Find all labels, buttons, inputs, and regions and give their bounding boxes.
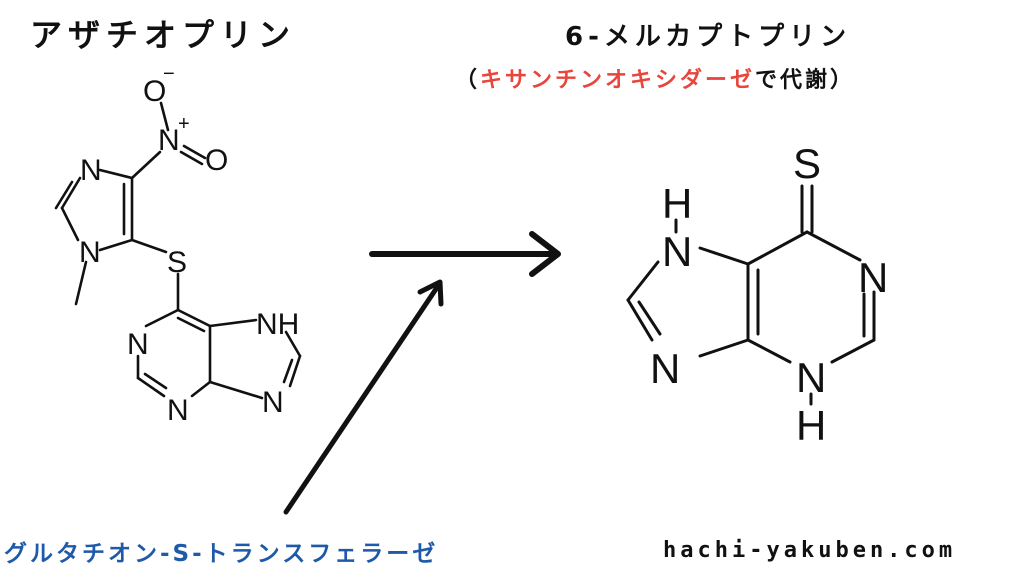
bond-n3-c2 [60,176,82,210]
bond-n-o-minus [159,101,170,132]
atom-o-minus: O [143,75,166,108]
bond-c-nitro [130,150,162,180]
charge-plus: + [178,113,190,135]
mercaptopurine-structure [626,184,876,406]
bond-n7-c8 [284,330,302,358]
glutathione-s-transferase-label: グルタチオン-S-トランスフェラーゼ [4,541,439,567]
bond-c6-n1 [144,308,180,328]
bond-n-o-double-a [182,144,207,160]
bond-c2-n3 [136,376,166,398]
bond-c8-n9-double [282,358,294,384]
reaction-arrow [369,231,561,277]
azathioprine-structure [54,101,302,400]
enzyme-arrow-head [417,279,444,307]
atom-nh-purine: NH [256,308,299,341]
atom-s-top: S [793,140,821,187]
bond-n3-c2-double [54,180,74,210]
mercaptopurine-atoms: S H N N N N H [650,140,888,449]
atom-s-bridge: S [167,246,187,279]
bond-n7-c8 [626,260,660,302]
atom-n-purine-right: N [262,386,284,419]
bond-c2-n3 [830,338,876,364]
atom-n-methyl: N [79,236,101,269]
azathioprine-atoms: O − N + O N N S N N NH N [79,63,299,427]
bond-c4-n3 [98,168,134,180]
bond-n9-c4 [208,380,264,400]
bond-c2-n1 [60,206,80,242]
enzyme-arrow-shaft [283,283,441,515]
enzyme-arrow [283,279,444,515]
atom-h-bottom: H [796,402,826,449]
atom-n-h-top: N [662,228,692,275]
atom-n-purine-bottom: N [167,394,189,427]
atom-n-right: N [858,254,888,301]
bond-n1-c5 [98,238,134,252]
metabolism-note: （キサンチンオキシダーゼで代謝） [455,62,855,94]
bond-n3-c4 [746,338,792,364]
bond-n3-c4 [190,380,212,398]
bond-c5-n7 [698,246,750,266]
site-url: hachi-yakuben.com [663,538,957,563]
azathioprine-title: アザチオプリン [30,16,297,54]
charge-minus: − [163,63,175,85]
bond-c5-c6 [746,230,809,266]
bond-c6-c5 [176,308,212,328]
atom-n-nitro: N [158,124,180,157]
bond-c5-s [130,238,168,254]
reaction-arrow-head [529,231,561,277]
atom-n-bottom-left: N [650,345,680,392]
bond-n9-c4 [698,338,750,358]
bond-c6-n1 [805,230,862,262]
paren-open: （ [455,68,481,93]
xanthine-oxidase-label: キサンチンオキシダーゼ [480,68,756,93]
bond-n-methyl [74,260,88,306]
atom-n-purine-left: N [127,328,149,361]
bond-c8-n9 [626,298,654,342]
atom-n-ring-top: N [80,154,102,187]
atom-h-top: H [662,180,692,227]
bond-c6-c5-double [176,316,206,333]
atom-n-bottom-right: N [796,354,826,401]
bond-c2-n3-double [143,372,168,390]
mercaptopurine-title: 6-メルカプトプリン [565,22,852,52]
bond-n-o-double-b [179,150,204,166]
bond-c5-n7 [208,318,258,328]
bond-c8-n9-double [637,300,662,336]
bond-c8-n9 [288,354,302,388]
metabolism-note-rest: で代謝） [755,68,856,93]
atom-o-double: O [205,144,228,177]
